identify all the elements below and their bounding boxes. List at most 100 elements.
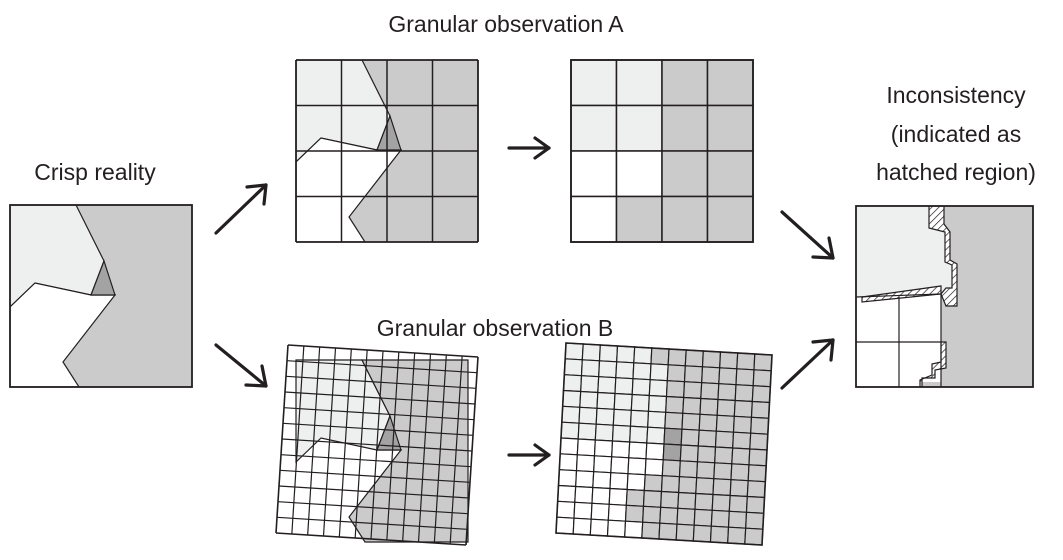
grid-cell (643, 474, 663, 493)
grid-cell (578, 406, 598, 425)
grid-cell (608, 487, 628, 506)
grid-cell (701, 366, 721, 385)
grid-cell (684, 349, 704, 368)
grid-cell (718, 367, 738, 386)
grid-cell (642, 489, 663, 508)
grid-cell (706, 195, 754, 243)
grid-cell (659, 506, 679, 525)
grid-cell (661, 150, 709, 198)
grid-cell (698, 413, 718, 432)
grid-cell (648, 379, 668, 398)
grid-cell (753, 353, 773, 372)
grid-cell (731, 447, 751, 466)
inconsistency-title-line2: (indicated as (891, 121, 1021, 147)
grid-line (465, 356, 479, 546)
grid-cell (734, 384, 754, 403)
grid-cell (650, 347, 670, 366)
grid-cell (561, 405, 581, 424)
grid-cell (663, 427, 683, 446)
arrow-crisp-to-b (214, 343, 268, 388)
grid-cell (706, 59, 754, 107)
grid-cell (710, 509, 730, 528)
grid-cell (709, 525, 730, 544)
grid-cell (557, 469, 578, 488)
grid-cell (597, 376, 617, 395)
grid-cell (736, 352, 756, 371)
grid-cell (615, 150, 663, 198)
grid-cell (683, 381, 703, 400)
grid-cell (570, 150, 618, 198)
grid-cell (576, 438, 596, 457)
grid-cell (706, 150, 754, 198)
grid-cell (665, 395, 685, 414)
observation-b-grid-overlay (275, 344, 479, 546)
grid-cell (612, 408, 632, 427)
grid-cell (693, 508, 713, 527)
grid-cell (727, 510, 748, 529)
grid-cell (712, 478, 732, 497)
grid-cell (750, 416, 770, 435)
grid-cell (745, 495, 766, 514)
grid-cell (615, 104, 663, 152)
grid-cell (661, 195, 709, 243)
grid-cell (615, 361, 635, 380)
grid-cell (647, 410, 667, 429)
inconsistency-frame (855, 205, 1034, 388)
grid-cell (667, 348, 687, 367)
grid-cell (662, 443, 682, 462)
grid-cell (678, 476, 698, 495)
grid-cell (558, 453, 578, 472)
grid-cell (593, 455, 613, 474)
grid-cell (616, 345, 636, 364)
grid-line (449, 355, 463, 545)
grid-cell (607, 503, 627, 522)
grid-cell (555, 516, 575, 535)
grid-cell (744, 527, 764, 546)
grid-cell (611, 440, 631, 459)
grid-cell (633, 346, 653, 365)
grid-cell (680, 428, 700, 447)
grid-cell (647, 394, 668, 413)
grid-cell (677, 491, 697, 510)
arrow-a-overlay-to-result (507, 136, 551, 160)
grid-cell (646, 426, 666, 445)
grid-cell (664, 411, 684, 430)
observation-a-title: Granular observation A (388, 11, 624, 37)
grid-cell (631, 378, 651, 397)
arrow-crisp-to-a (214, 183, 268, 235)
grid-cell (575, 470, 595, 489)
grid-cell (560, 421, 580, 440)
grid-cell (596, 391, 616, 410)
grid-cell (751, 385, 771, 404)
grid-cell (732, 415, 753, 434)
grid-cell (629, 409, 650, 428)
grid-line (276, 516, 468, 530)
grid-cell (627, 457, 647, 476)
grid-cell (752, 369, 772, 388)
grid-cell (660, 475, 681, 494)
grid-cell (696, 445, 717, 464)
grid-cell (577, 422, 597, 441)
grid-cell (632, 362, 652, 381)
grid-cell (706, 104, 754, 152)
grid-cell (747, 464, 767, 483)
observation-b-classified-cells (555, 342, 773, 546)
grid-cell (649, 363, 669, 382)
arrow-b-to-inconsistency (780, 338, 835, 390)
grid-cell (719, 351, 739, 370)
inconsistency-panel (855, 205, 1034, 388)
grid-cell (556, 500, 576, 519)
grid-cell (572, 517, 592, 536)
grid-cell (679, 444, 699, 463)
grid-cell (594, 423, 614, 442)
grid-cell (614, 377, 634, 396)
grid-cell (615, 195, 663, 243)
grid-cell (641, 521, 661, 540)
grid-cell (625, 488, 645, 507)
arrow-a-to-inconsistency (780, 210, 835, 260)
grid-cell (570, 59, 618, 107)
grid-cell (562, 374, 583, 393)
observation-a-result-panel (570, 59, 754, 243)
arrow-b-overlay-to-result (507, 443, 551, 467)
grid-cell (729, 479, 749, 498)
